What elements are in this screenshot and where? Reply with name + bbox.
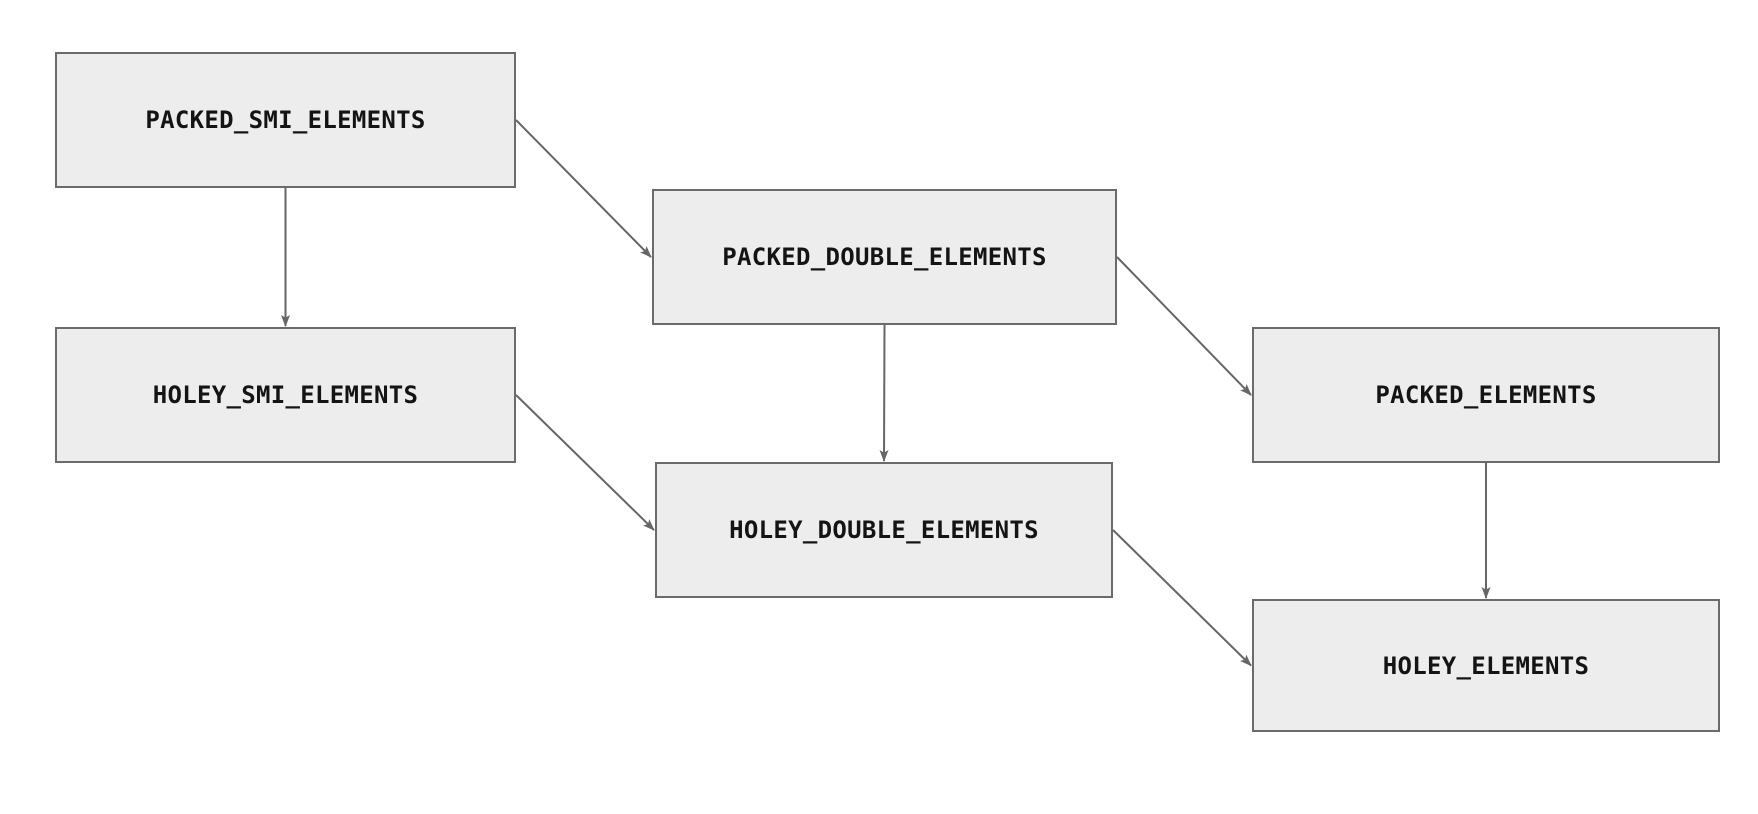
- edge-packed_double-to-packed_elements: [1116, 256, 1252, 396]
- edge-packed_double-to-holey_double: [879, 324, 889, 462]
- node-label: PACKED_ELEMENTS: [1375, 381, 1597, 409]
- node-packed-elements: PACKED_ELEMENTS: [1252, 327, 1720, 463]
- node-label: HOLEY_SMI_ELEMENTS: [152, 381, 419, 409]
- node-holey-double-elements: HOLEY_DOUBLE_ELEMENTS: [655, 462, 1113, 598]
- node-label: HOLEY_ELEMENTS: [1382, 651, 1590, 680]
- node-label: PACKED_DOUBLE_ELEMENTS: [722, 243, 1047, 271]
- node-packed-smi-elements: PACKED_SMI_ELEMENTS: [55, 52, 516, 188]
- edge-holey_smi-to-holey_double: [515, 394, 655, 531]
- node-holey-elements: HOLEY_ELEMENTS: [1252, 599, 1720, 732]
- node-packed-double-elements: PACKED_DOUBLE_ELEMENTS: [652, 189, 1117, 325]
- edge-holey_double-to-holey_elements: [1112, 529, 1252, 667]
- node-label: PACKED_SMI_ELEMENTS: [145, 106, 426, 134]
- node-holey-smi-elements: HOLEY_SMI_ELEMENTS: [55, 327, 516, 463]
- node-label: HOLEY_DOUBLE_ELEMENTS: [729, 516, 1039, 544]
- edge-packed_smi-to-packed_double: [515, 119, 652, 258]
